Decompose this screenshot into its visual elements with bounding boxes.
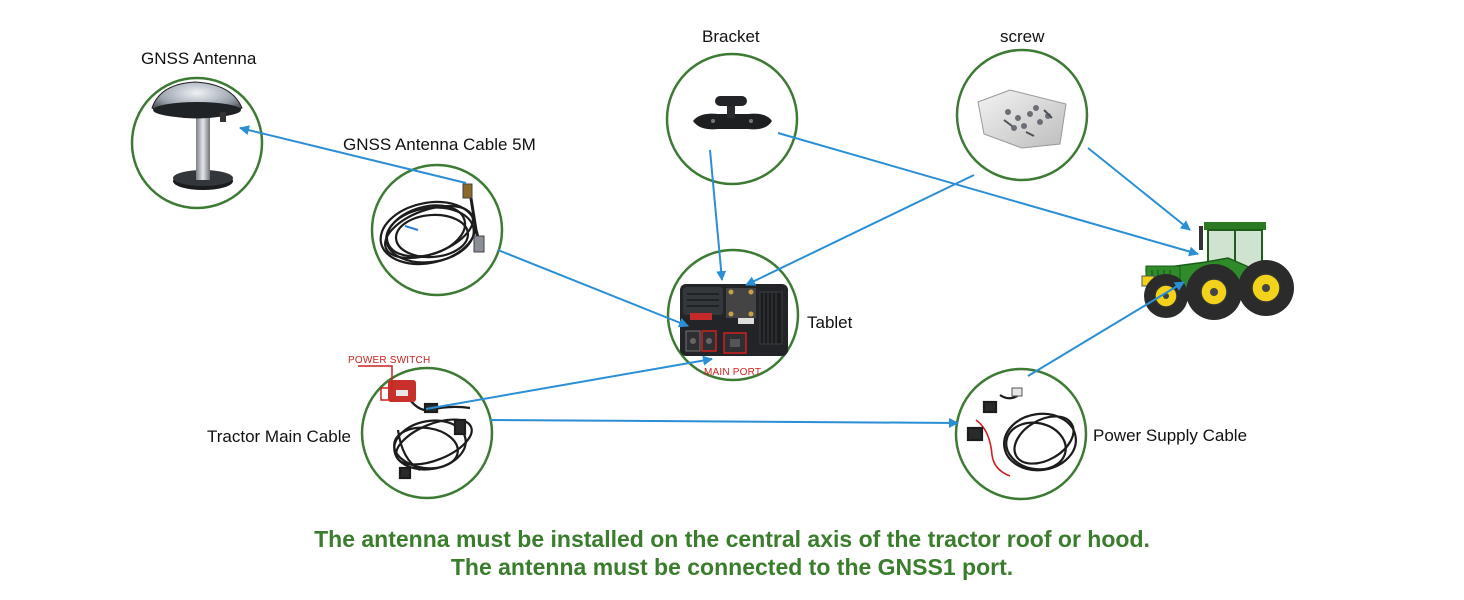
- screw-node: [955, 48, 1089, 182]
- gnss-antenna-node: [130, 76, 264, 210]
- arrow-bracket-to-tractor: [777, 132, 1199, 257]
- power-switch-callout: [358, 365, 394, 401]
- arrow-screw-to-tractor: [1087, 147, 1191, 231]
- power-supply-cable-label: Power Supply Cable: [1093, 426, 1248, 445]
- coiled-cable-icon: [379, 183, 485, 266]
- screw-label: screw: [1000, 27, 1045, 46]
- tractor-main-cable-label: Tractor Main Cable: [207, 427, 351, 446]
- tablet-label: Tablet: [807, 313, 853, 332]
- arrow-cable-to-antenna: [239, 125, 467, 184]
- gnss-antenna-icon: [151, 81, 243, 190]
- power-switch-icon: [388, 380, 416, 402]
- gnss-antenna-label: GNSS Antenna: [141, 49, 257, 68]
- power-switch-label: POWER SWITCH: [348, 355, 431, 366]
- arrow-bracket-to-tablet: [709, 149, 727, 281]
- installation-note-1: The antenna must be installed on the cen…: [314, 526, 1150, 552]
- arrow-cable-to-tablet: [497, 249, 689, 328]
- main-port-label: MAIN PORT: [704, 367, 762, 378]
- tablet-node: [666, 248, 800, 382]
- power-supply-cable-node: [954, 367, 1088, 501]
- tractor-main-cable-node: [358, 365, 494, 500]
- arrow-main-cable-to-power-cable: [489, 417, 959, 428]
- bracket-node: [665, 52, 799, 186]
- bracket-label: Bracket: [702, 27, 760, 46]
- gnss-cable-label: GNSS Antenna Cable 5M: [343, 135, 536, 154]
- installation-note-2: The antenna must be connected to the GNS…: [450, 554, 1014, 580]
- power-cable-coil-icon: [966, 387, 1077, 477]
- arrow-main-cable-to-tablet: [425, 355, 713, 410]
- connection-arrows: [239, 125, 1199, 428]
- tablet-back-icon: [680, 284, 788, 356]
- screw-bag-icon: [977, 89, 1067, 149]
- bracket-icon: [693, 96, 772, 130]
- arrow-power-cable-to-tractor: [1027, 281, 1185, 377]
- tractor-icon: [1141, 222, 1294, 320]
- gnss-cable-node: [370, 163, 504, 297]
- arrow-screw-to-tablet: [745, 174, 975, 286]
